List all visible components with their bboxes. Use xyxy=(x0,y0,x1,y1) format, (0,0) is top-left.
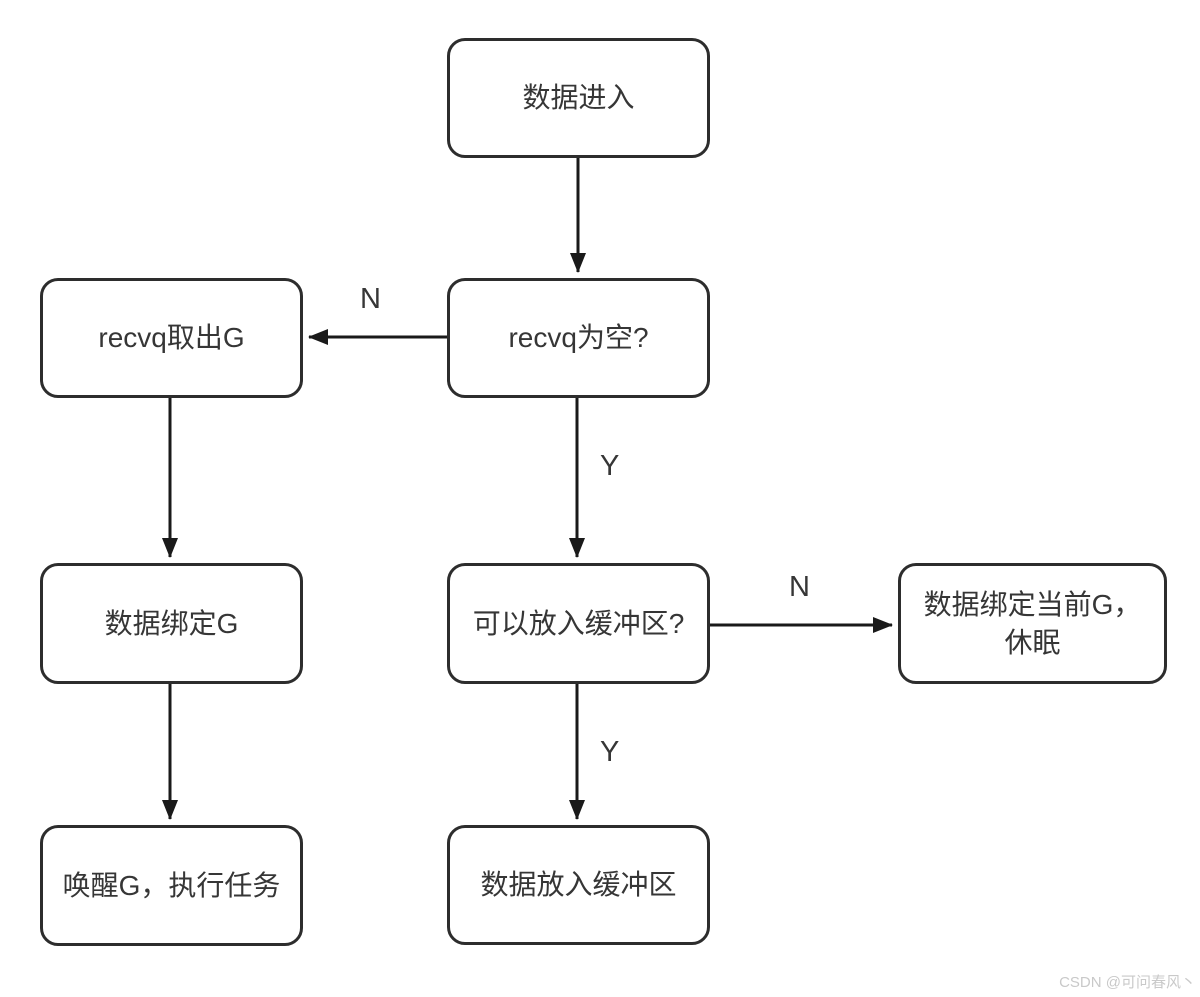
edge-label-n-recvq-take: N xyxy=(360,283,381,315)
flow-node-can-buffer: 可以放入缓冲区? xyxy=(447,563,710,684)
flow-node-bind-g: 数据绑定G xyxy=(40,563,303,684)
edge-label-y-put-buffer: Y xyxy=(600,736,620,768)
flow-node-recvq-empty: recvq为空? xyxy=(447,278,710,398)
edge-label-y-can-buffer: Y xyxy=(600,450,620,482)
edge-label-n-bind-current-sleep: N xyxy=(789,571,810,603)
flow-node-start: 数据进入 xyxy=(447,38,710,158)
flow-node-put-buffer: 数据放入缓冲区 xyxy=(447,825,710,945)
csdn-watermark: CSDN @可问春风丶 xyxy=(1059,974,1196,991)
flow-node-recvq-take: recvq取出G xyxy=(40,278,303,398)
flow-node-bind-current-sleep: 数据绑定当前G，休眠 xyxy=(898,563,1167,684)
flow-node-wake-g: 唤醒G，执行任务 xyxy=(40,825,303,946)
